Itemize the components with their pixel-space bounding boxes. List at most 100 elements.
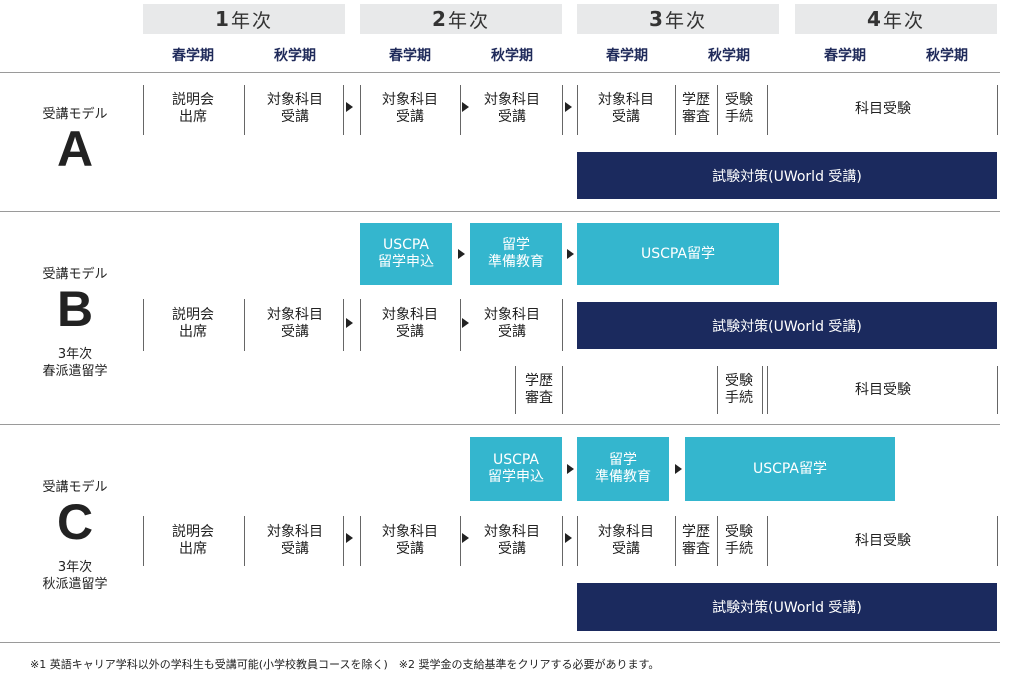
step-cell: 受験 手続 (725, 92, 753, 125)
divider (767, 366, 768, 414)
step-cell: 対象科目 受講 (598, 92, 654, 125)
step-cell: 学歴 審査 (682, 92, 710, 125)
model-a-letter: A (56, 121, 94, 177)
semester-label: 秋学期 (926, 48, 968, 64)
step-cell: 科目受験 (855, 532, 911, 549)
divider (360, 85, 361, 135)
divider (360, 299, 361, 351)
arrow-icon (462, 102, 469, 112)
divider (143, 85, 144, 135)
row-divider (0, 72, 1000, 73)
study-abroad-box: USCPA留学 (685, 437, 895, 501)
divider (562, 85, 563, 135)
divider (577, 85, 578, 135)
arrow-icon (458, 249, 465, 259)
divider (997, 516, 998, 566)
divider (460, 299, 461, 351)
model-b-sub1: 3年次 (57, 347, 93, 362)
year-label: 年次 (882, 9, 925, 32)
step-cell: 説明会 出席 (172, 524, 214, 557)
arrow-icon (565, 102, 572, 112)
exam-prep-bar: 試験対策(UWorld 受講) (577, 152, 997, 199)
step-cell: 説明会 出席 (172, 92, 214, 125)
semester-label: 秋学期 (708, 48, 750, 64)
divider (717, 85, 718, 135)
model-a-label: 受講モデル (42, 107, 108, 122)
step-cell: 対象科目 受講 (484, 92, 540, 125)
divider (460, 85, 461, 135)
step-cell: 対象科目 受講 (267, 307, 323, 340)
divider (562, 299, 563, 351)
divider (675, 85, 676, 135)
step-cell: 対象科目 受講 (484, 307, 540, 340)
step-cell: 説明会 出席 (172, 307, 214, 340)
semester-label: 春学期 (606, 48, 648, 64)
divider (562, 516, 563, 566)
arrow-icon (346, 102, 353, 112)
divider (343, 299, 344, 351)
step-cell: 対象科目 受講 (267, 524, 323, 557)
model-b-label: 受講モデル (42, 267, 108, 282)
semester-label: 秋学期 (491, 48, 533, 64)
divider (143, 299, 144, 351)
arrow-icon (462, 533, 469, 543)
divider (762, 366, 763, 414)
divider (577, 516, 578, 566)
footnote: ※1 英語キャリア学科以外の学科生も受講可能(小学校教員コースを除く) ※2 奨… (30, 658, 660, 671)
model-c-label: 受講モデル (42, 480, 108, 495)
step-cell: 対象科目 受講 (382, 524, 438, 557)
prep-education-box: 留学 準備教育 (577, 437, 669, 501)
step-cell: 科目受験 (855, 381, 911, 398)
year-label: 年次 (230, 9, 273, 32)
model-c-sub2: 秋派遣留学 (42, 577, 108, 592)
divider (717, 516, 718, 566)
divider (515, 366, 516, 414)
step-cell: 対象科目 受講 (484, 524, 540, 557)
exam-prep-bar: 試験対策(UWorld 受講) (577, 583, 997, 631)
arrow-icon (346, 533, 353, 543)
model-c-letter: C (56, 494, 94, 550)
model-c-sub1: 3年次 (57, 560, 93, 575)
divider (675, 516, 676, 566)
divider (343, 516, 344, 566)
step-cell: 対象科目 受講 (382, 307, 438, 340)
step-cell: 受験 手続 (725, 373, 753, 406)
arrow-icon (675, 464, 682, 474)
divider (143, 516, 144, 566)
divider (460, 516, 461, 566)
step-cell: 学歴 審査 (525, 373, 553, 406)
divider (997, 366, 998, 414)
step-cell: 対象科目 受講 (598, 524, 654, 557)
model-b-letter: B (56, 281, 94, 337)
year-number: 4 (867, 7, 883, 31)
arrow-icon (567, 249, 574, 259)
step-cell: 対象科目 受講 (382, 92, 438, 125)
divider (360, 516, 361, 566)
model-b-sub2: 春派遣留学 (42, 364, 108, 379)
step-cell: 科目受験 (855, 100, 911, 117)
year-number: 1 (215, 7, 231, 31)
step-cell: 対象科目 受講 (267, 92, 323, 125)
study-abroad-apply-box: USCPA 留学申込 (470, 437, 562, 501)
step-cell: 受験 手続 (725, 524, 753, 557)
arrow-icon (346, 318, 353, 328)
semester-label: 秋学期 (274, 48, 316, 64)
arrow-icon (462, 318, 469, 328)
divider (343, 85, 344, 135)
study-abroad-box: USCPA留学 (577, 223, 779, 285)
year-number: 2 (432, 7, 448, 31)
divider (244, 85, 245, 135)
divider (767, 516, 768, 566)
row-divider (0, 211, 1000, 212)
year-number: 3 (649, 7, 665, 31)
semester-label: 春学期 (824, 48, 866, 64)
divider (767, 85, 768, 135)
row-divider (0, 642, 1000, 643)
divider (244, 516, 245, 566)
study-abroad-apply-box: USCPA 留学申込 (360, 223, 452, 285)
divider (997, 85, 998, 135)
